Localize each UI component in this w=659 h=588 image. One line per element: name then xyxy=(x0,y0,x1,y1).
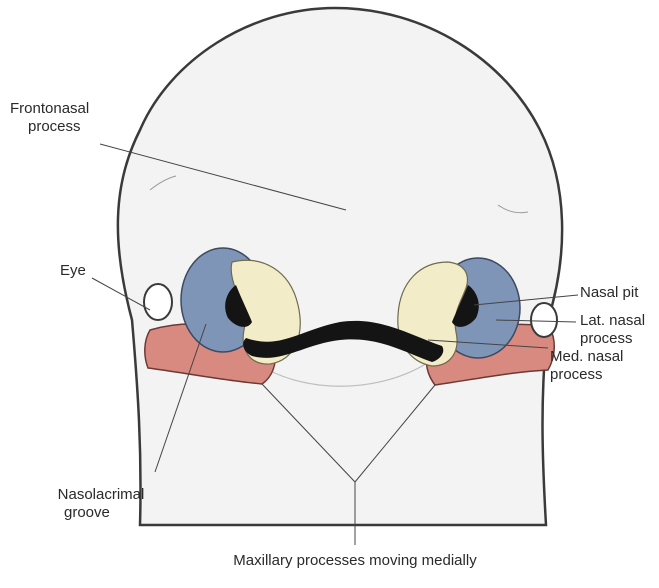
label-frontonasal-line2: process xyxy=(10,118,89,136)
label-lat-nasal-process: Lat. nasal process xyxy=(580,312,645,348)
label-eye: Eye xyxy=(60,262,86,280)
label-frontonasal-process: Frontonasal process xyxy=(10,100,89,136)
label-nasolacrimal-line1: Nasolacrimal xyxy=(36,486,166,504)
label-med-nasal-process: Med. nasal process xyxy=(550,348,623,384)
label-nasal-pit: Nasal pit xyxy=(580,284,638,302)
label-nasolacrimal-groove: Nasolacrimal groove xyxy=(36,486,166,522)
label-frontonasal-line1: Frontonasal xyxy=(10,100,89,118)
eye-left xyxy=(144,284,172,320)
label-med-nasal-line1: Med. nasal xyxy=(550,348,623,366)
eye-right xyxy=(531,303,557,337)
label-lat-nasal-line1: Lat. nasal xyxy=(580,312,645,330)
label-med-nasal-line2: process xyxy=(550,366,623,384)
label-nasolacrimal-line2: groove xyxy=(36,504,166,522)
label-lat-nasal-line2: process xyxy=(580,330,645,348)
label-maxillary-processes: Maxillary processes moving medially xyxy=(185,552,525,570)
